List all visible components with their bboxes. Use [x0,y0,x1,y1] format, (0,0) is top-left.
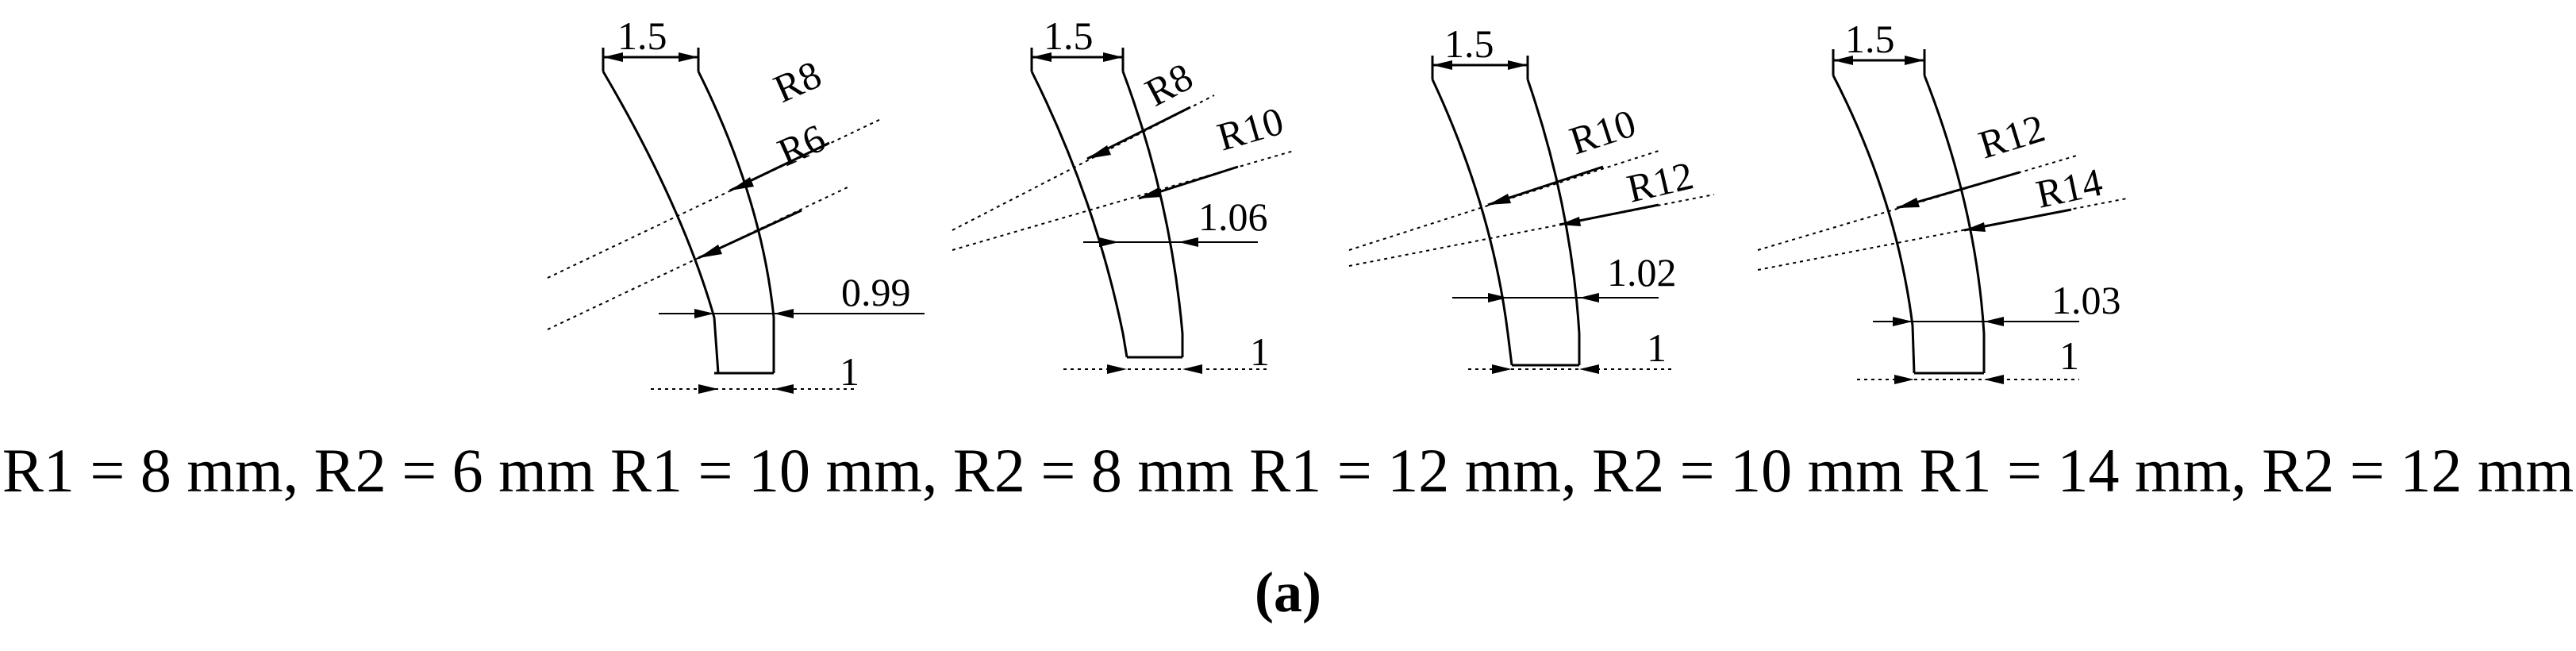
bottom-width-dimension: 1 [1063,329,1270,374]
bottom-width-label: 1 [1250,329,1270,374]
radius-b-leader: R14 [1757,160,2128,271]
radius-a-label: R12 [1974,106,2050,168]
radius-a-label: R10 [1564,100,1641,163]
bottom-width-dimension: 1 [651,349,859,394]
radius-b-label: R14 [2032,160,2106,217]
radius-a-leader: R8 [547,52,882,279]
mid-width-dimension: 1.03 [1873,278,2121,326]
top-width-dimension: 1.5 [1832,17,1926,75]
radius-a-label: R8 [767,52,828,111]
top-width-label: 1.5 [1044,13,1094,58]
profile-3-outline [1431,79,1581,367]
mid-width-dimension: 0.99 [659,270,925,318]
top-width-dimension: 1.5 [1431,21,1529,79]
radius-a-label: R8 [1138,54,1200,115]
top-width-label: 1.5 [1444,21,1494,66]
bottom-width-label: 1 [2059,333,2079,378]
profile-3: 1.5 R10 R12 1.02 1 [1348,21,1715,374]
bottom-width-dimension: 1 [1468,326,1674,374]
radius-a-leader: R12 [1757,106,2080,251]
radius-b-label: R12 [1623,152,1697,210]
profile-1-outline [602,71,775,375]
radius-b-leader: R12 [1348,152,1715,267]
figure-sub-label: (a) [1255,560,1321,624]
mid-width-dimension: 1.06 [1083,195,1268,247]
radius-a-leader: R10 [1348,100,1659,251]
top-width-label: 1.5 [617,13,667,58]
profile-1: 1.5 R8 R6 0.99 1 [547,13,925,394]
mid-width-label: 0.99 [841,270,911,314]
mid-width-dimension: 1.02 [1452,250,1677,302]
technical-drawing: 1.5 R8 R6 0.99 1 [547,13,2128,394]
top-width-dimension: 1.5 [602,13,700,71]
mid-width-label: 1.02 [1607,250,1677,295]
profile-2-outline [1030,71,1184,359]
mid-width-label: 1.06 [1198,195,1268,239]
top-width-label: 1.5 [1845,17,1895,61]
profile-4-outline [1832,75,1986,375]
bottom-width-label: 1 [840,349,859,394]
top-width-dimension: 1.5 [1030,13,1125,71]
radius-b-label: R10 [1213,98,1289,160]
radius-a-leader: R8 [952,54,1215,231]
radius-b-leader: R6 [547,115,850,330]
mid-width-label: 1.03 [2051,278,2121,322]
profile-4: 1.5 R12 R14 1.03 1 [1757,17,2128,384]
bottom-width-label: 1 [1647,326,1667,370]
bottom-width-dimension: 1 [1857,333,2079,384]
profile-2: 1.5 R8 R10 1.06 1 [952,13,1294,374]
figure-caption: R1 = 8 mm, R2 = 6 mm R1 = 10 mm, R2 = 8 … [2,436,2574,505]
